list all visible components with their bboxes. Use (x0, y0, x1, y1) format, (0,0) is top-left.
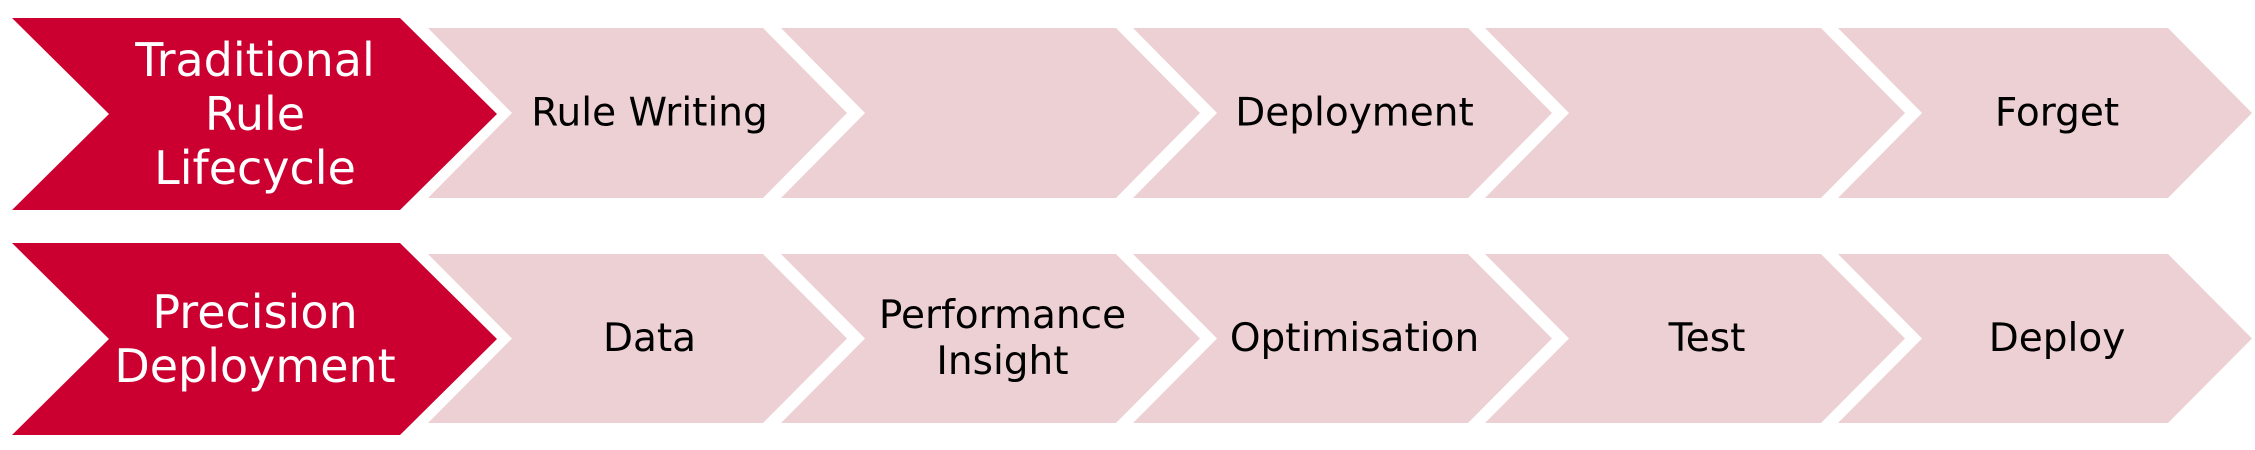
traditional-lead-label-line-0: Traditional (134, 33, 375, 87)
traditional-lead-label-line-1: Rule (205, 87, 305, 141)
traditional-step-shape-1 (428, 28, 847, 198)
precision-lead-label-line-0: Precision (152, 285, 357, 339)
precision-step-label-5-line-0: Deploy (1989, 316, 2126, 361)
traditional-step-label-5-line-0: Forget (1995, 91, 2119, 136)
precision-lead-shape (12, 243, 497, 435)
precision-step-label-1-line-0: Data (603, 316, 696, 361)
precision-step-shape-3 (1133, 254, 1552, 423)
precision-step-shape-2 (781, 254, 1200, 423)
precision-step-shape-5 (1838, 254, 2252, 423)
traditional-lead-label-line-2: Lifecycle (154, 141, 356, 195)
traditional-lead-shape (12, 18, 497, 210)
traditional-step-label-1-line-0: Rule Writing (531, 91, 768, 136)
traditional-step-chevron-5: Forget (1838, 28, 2252, 198)
traditional-step-chevron-1: Rule Writing (428, 28, 847, 198)
traditional-step-shape-2 (781, 28, 1200, 198)
precision-step-label-2-line-1: Insight (936, 339, 1068, 384)
precision-step-chevron-4: Test (1485, 254, 1905, 423)
precision-step-shape-1 (428, 254, 847, 423)
traditional-step-chevron-4 (1485, 28, 1905, 198)
traditional-step-label-3-line-0: Deployment (1235, 91, 1474, 136)
traditional-step-chevron-2 (781, 28, 1200, 198)
traditional-step-shape-4 (1485, 28, 1905, 198)
traditional-step-shape-5 (1838, 28, 2252, 198)
precision-step-shape-4 (1485, 254, 1905, 423)
precision-step-label-2-line-0: Performance (879, 293, 1126, 338)
precision-lead-label-line-1: Deployment (114, 339, 395, 393)
precision-step-chevron-1: Data (428, 254, 847, 423)
traditional-step-shape-3 (1133, 28, 1552, 198)
precision-step-chevron-3: Optimisation (1133, 254, 1552, 423)
precision-step-chevron-5: Deploy (1838, 254, 2252, 423)
precision-step-label-4-line-0: Test (1668, 316, 1746, 361)
traditional-step-chevron-3: Deployment (1133, 28, 1552, 198)
precision-step-label-3-line-0: Optimisation (1230, 316, 1479, 361)
